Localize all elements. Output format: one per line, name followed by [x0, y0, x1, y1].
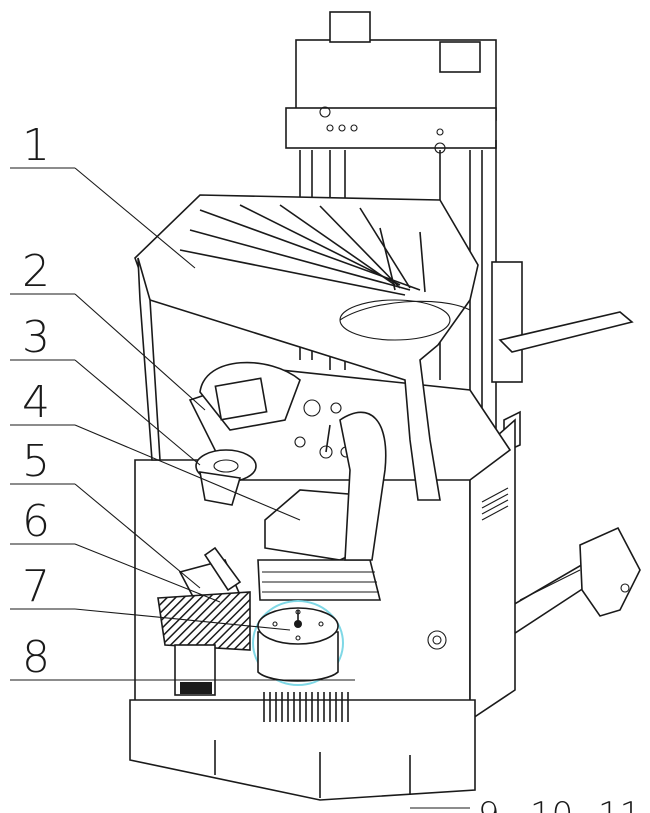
cut-label-9: 9	[478, 795, 500, 813]
fork-upper	[498, 311, 634, 353]
motor	[252, 600, 344, 686]
callout-4: 4	[10, 377, 301, 521]
mast-top-bracket-right	[439, 41, 481, 73]
body-side	[469, 418, 516, 722]
callout-3: 3	[10, 312, 201, 466]
cut-label-10: 10	[530, 795, 573, 813]
callout-8: 8	[10, 632, 355, 683]
callout-number: 5	[22, 436, 50, 487]
guard-post-left	[137, 257, 161, 461]
outrigger-foot	[579, 526, 641, 617]
motor-highlight-circle	[252, 600, 344, 686]
base-plate	[129, 699, 476, 801]
callout-number: 8	[22, 632, 50, 683]
callout-6: 6	[10, 496, 221, 603]
mast-crossbar	[285, 107, 497, 149]
fork-carriage	[491, 261, 523, 383]
callout-7: 7	[10, 561, 291, 631]
callout-5: 5	[10, 436, 201, 589]
callout-number: 6	[22, 496, 50, 547]
steering-wheel	[195, 449, 257, 506]
seat-cushion	[257, 559, 382, 601]
floor-plate-hatched	[157, 591, 251, 651]
cut-label-11: 11	[598, 795, 641, 813]
guard-slats	[179, 204, 426, 296]
seat-armrest	[339, 411, 387, 561]
display-screen	[214, 377, 268, 421]
callout-number: 3	[22, 312, 50, 363]
callout-number: 4	[22, 377, 50, 428]
overhead-guard	[134, 194, 479, 501]
motor-body	[257, 631, 339, 682]
side-port	[427, 630, 447, 650]
side-vent	[481, 487, 509, 521]
steering-column	[199, 471, 242, 506]
seat	[257, 411, 387, 601]
mast-top-bracket-left	[329, 11, 371, 43]
front-vent	[263, 692, 349, 722]
pedal-right	[203, 546, 242, 592]
cut-labels: 9 10 11	[410, 795, 641, 813]
step-tread	[180, 682, 212, 694]
callout-1: 1	[10, 120, 196, 269]
callouts: 1 2 3 4 5 6 7	[10, 120, 355, 683]
callout-2: 2	[10, 246, 206, 411]
callout-number: 1	[22, 120, 50, 171]
guard-frame	[134, 194, 479, 501]
callout-number: 7	[22, 561, 50, 612]
callout-number: 2	[22, 246, 50, 297]
